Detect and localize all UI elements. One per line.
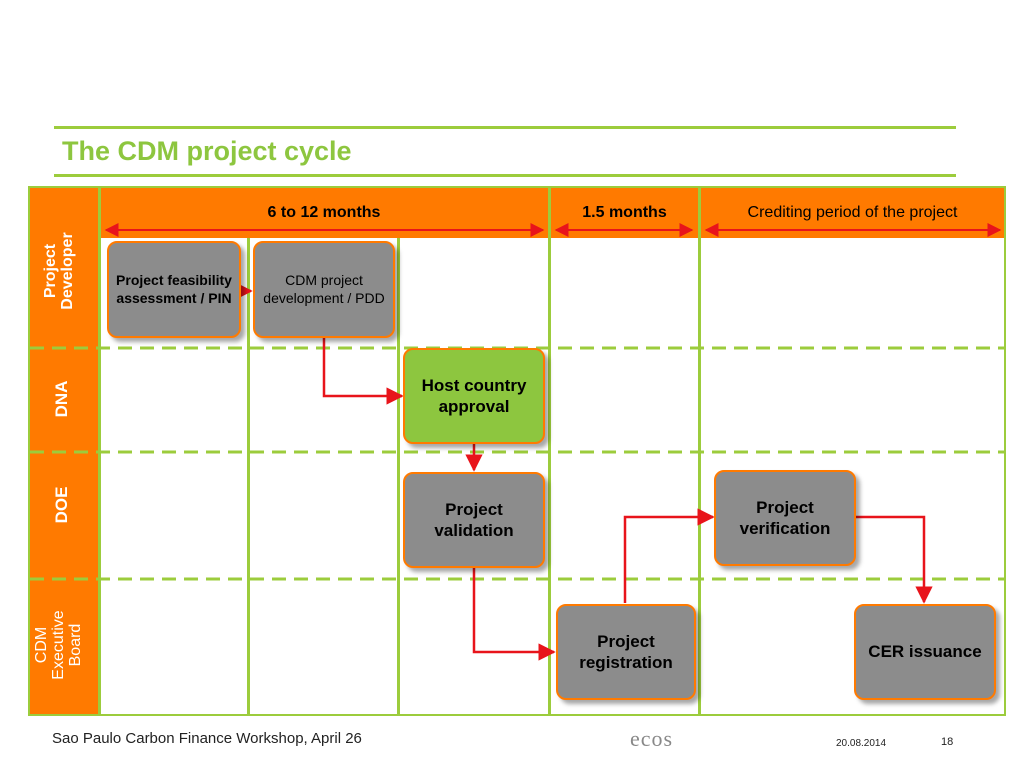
- arrow-pdd-to-host: [322, 338, 404, 405]
- arrow-validation-to-registration: [472, 568, 556, 661]
- footer-event: Sao Paulo Carbon Finance Workshop, April…: [52, 730, 362, 747]
- arrow-verification-to-cer: [856, 515, 933, 604]
- footer-page-number: 18: [941, 736, 954, 748]
- column-divider: [397, 238, 400, 714]
- phase-label-crediting-period: Crediting period of the project: [747, 204, 958, 221]
- box-project-feasibility: Project feasibility assessment / PIN: [107, 241, 241, 338]
- box-project-validation: Project validation: [403, 472, 545, 568]
- footer-date: 20.08.2014: [836, 738, 887, 749]
- phase-label-1-5-months: 1.5 months: [582, 204, 667, 221]
- footer-logo: ecos: [630, 726, 674, 751]
- box-cdm-project-development: CDM project development / PDD: [253, 241, 395, 338]
- phase-label-6-12-months: 6 to 12 months: [267, 204, 381, 221]
- diagram-frame: [28, 186, 1006, 716]
- title-rule-bottom: [54, 174, 956, 177]
- title-rule-top: [54, 126, 956, 129]
- box-host-country-approval: Host country approval: [403, 348, 545, 444]
- arrow-registration-to-verification: [623, 508, 715, 603]
- box-project-verification: Project verification: [714, 470, 856, 566]
- box-project-registration: Project registration: [556, 604, 696, 700]
- box-cer-issuance: CER issuance: [854, 604, 996, 700]
- page-title: The CDM project cycle: [62, 136, 352, 166]
- column-divider: [247, 238, 250, 714]
